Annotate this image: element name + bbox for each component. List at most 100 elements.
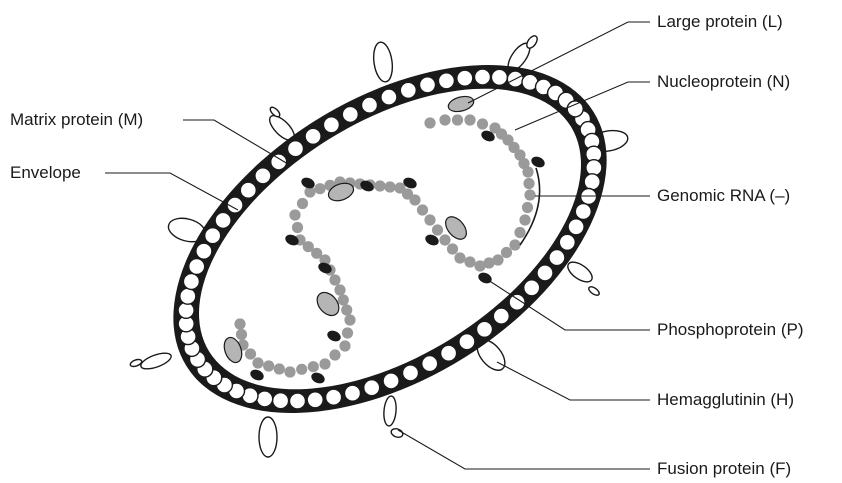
nucleoprotein-bead bbox=[292, 222, 303, 233]
matrix-bead bbox=[567, 101, 583, 117]
matrix-bead bbox=[403, 365, 419, 381]
matrix-bead bbox=[420, 77, 436, 93]
matrix-bead bbox=[537, 265, 553, 281]
nucleoprotein-bead bbox=[297, 198, 308, 209]
label-hemagglutinin: Hemagglutinin (H) bbox=[657, 390, 794, 410]
nucleoprotein-bead bbox=[319, 358, 330, 369]
nucleoprotein-bead bbox=[454, 252, 465, 263]
nucleoprotein-bead bbox=[519, 214, 530, 225]
matrix-bead bbox=[342, 106, 358, 122]
matrix-bead bbox=[441, 345, 457, 361]
hemagglutinin-spike bbox=[371, 41, 394, 83]
matrix-bead bbox=[584, 174, 600, 190]
nucleoprotein-bead bbox=[342, 327, 353, 338]
matrix-bead bbox=[524, 280, 540, 296]
nucleoprotein-bead bbox=[329, 349, 340, 360]
nucleoprotein-bead bbox=[477, 118, 488, 129]
nucleoprotein-bead bbox=[344, 314, 355, 325]
matrix-bead bbox=[362, 97, 378, 113]
nucleoprotein-bead bbox=[409, 194, 420, 205]
nucleoprotein-bead bbox=[236, 329, 247, 340]
label-matrix-protein: Matrix protein (M) bbox=[10, 110, 143, 130]
nucleoprotein-bead bbox=[289, 209, 300, 220]
matrix-bead bbox=[290, 393, 306, 409]
matrix-bead bbox=[383, 373, 399, 389]
matrix-bead bbox=[422, 356, 438, 372]
nucleoprotein-bead bbox=[424, 117, 435, 128]
leader-fusion-protein bbox=[398, 430, 650, 469]
nucleoprotein-bead bbox=[464, 256, 475, 267]
matrix-bead bbox=[559, 234, 575, 250]
matrix-bead bbox=[205, 228, 221, 244]
nucleoprotein-bead bbox=[523, 178, 534, 189]
matrix-bead bbox=[381, 89, 397, 105]
nucleoprotein-bead bbox=[263, 360, 274, 371]
label-fusion-protein: Fusion protein (F) bbox=[657, 459, 791, 479]
label-phosphoprotein: Phosphoprotein (P) bbox=[657, 320, 803, 340]
nucleoprotein-bead bbox=[341, 304, 352, 315]
label-nucleoprotein: Nucleoprotein (N) bbox=[657, 72, 790, 92]
matrix-bead bbox=[305, 128, 321, 144]
matrix-bead bbox=[364, 380, 380, 396]
matrix-bead bbox=[568, 219, 584, 235]
matrix-bead bbox=[288, 141, 304, 157]
nucleoprotein-bead bbox=[452, 114, 463, 125]
matrix-bead bbox=[477, 321, 493, 337]
nucleoprotein-bead bbox=[464, 114, 475, 125]
nucleoprotein-bead bbox=[384, 181, 395, 192]
nucleoprotein-bead bbox=[284, 366, 295, 377]
nucleoprotein-bead bbox=[334, 284, 345, 295]
nucleoprotein-bead bbox=[492, 254, 503, 265]
nucleoprotein-bead bbox=[417, 204, 428, 215]
nucleoprotein-bead bbox=[509, 239, 520, 250]
matrix-bead bbox=[400, 82, 416, 98]
leader-envelope bbox=[105, 173, 238, 210]
leader-hemagglutinin bbox=[497, 362, 650, 400]
matrix-bead bbox=[491, 69, 507, 85]
matrix-bead bbox=[307, 392, 323, 408]
label-large-protein: Large protein (L) bbox=[657, 12, 783, 32]
matrix-bead bbox=[215, 212, 231, 228]
matrix-bead bbox=[273, 393, 289, 409]
matrix-bead bbox=[196, 243, 212, 259]
matrix-bead bbox=[575, 204, 591, 220]
nucleoprotein-bead bbox=[501, 247, 512, 258]
matrix-bead bbox=[180, 288, 196, 304]
label-envelope: Envelope bbox=[10, 163, 81, 183]
fusion-spike bbox=[565, 258, 596, 286]
matrix-bead bbox=[345, 385, 361, 401]
nucleoprotein-bead bbox=[252, 357, 263, 368]
nucleoprotein-bead bbox=[524, 189, 535, 200]
nucleoprotein-bead bbox=[234, 318, 245, 329]
matrix-bead bbox=[326, 389, 342, 405]
fusion-spike bbox=[139, 350, 173, 372]
fusion-spike-tip bbox=[587, 285, 600, 297]
matrix-bead bbox=[183, 274, 199, 290]
fusion-spike-tip bbox=[390, 427, 404, 439]
matrix-bead bbox=[189, 259, 205, 275]
matrix-bead bbox=[323, 117, 339, 133]
nucleoprotein-bead bbox=[339, 340, 350, 351]
nucleoprotein-bead bbox=[522, 202, 533, 213]
nucleoprotein-bead bbox=[424, 214, 435, 225]
nucleoprotein-bead bbox=[514, 227, 525, 238]
fusion-spike-tip bbox=[525, 34, 540, 50]
nucleoprotein-bead bbox=[314, 183, 325, 194]
nucleoprotein-bead bbox=[439, 234, 450, 245]
matrix-bead bbox=[257, 391, 273, 407]
matrix-bead bbox=[255, 168, 271, 184]
nucleoprotein-bead bbox=[245, 348, 256, 359]
nucleoprotein-bead bbox=[439, 114, 450, 125]
nucleoprotein-bead bbox=[338, 294, 349, 305]
matrix-bead bbox=[457, 70, 473, 86]
matrix-bead bbox=[438, 73, 454, 89]
matrix-bead bbox=[475, 69, 491, 85]
matrix-bead bbox=[459, 334, 475, 350]
matrix-bead bbox=[549, 250, 565, 266]
nucleoprotein-bead bbox=[296, 364, 307, 375]
nucleoprotein-bead bbox=[432, 224, 443, 235]
matrix-bead bbox=[493, 308, 509, 324]
matrix-bead bbox=[240, 182, 256, 198]
nucleoprotein-bead bbox=[489, 122, 500, 133]
fusion-spike bbox=[383, 396, 398, 427]
